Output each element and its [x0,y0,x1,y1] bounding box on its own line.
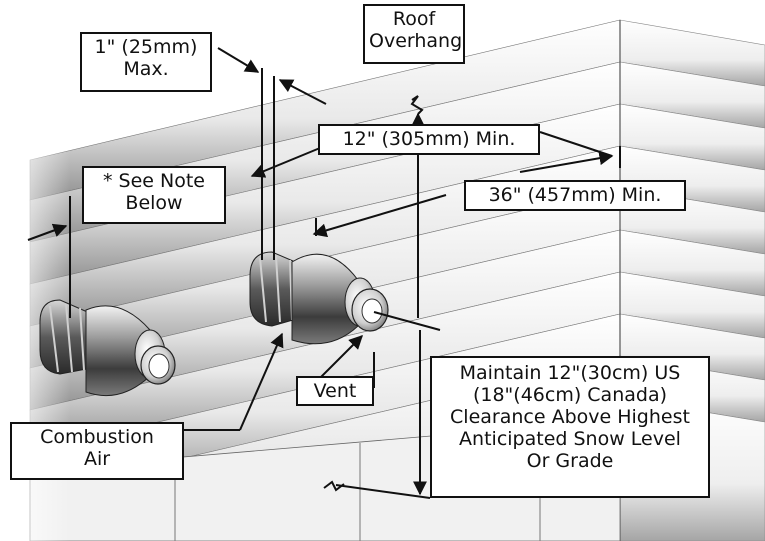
max-offset-label: 1" (25mm) Max. [80,32,212,92]
vent-text: Vent [313,380,357,402]
min-12-text: 12" (305mm) Min. [342,128,516,150]
snow-clearance-line-1: Maintain 12"(30cm) US [459,362,681,384]
snow-clearance-label: Maintain 12"(30cm) US (18"(46cm) Canada)… [430,356,710,498]
vent-termination [249,251,389,345]
snow-clearance-line-4: Anticipated Snow Level [459,428,681,450]
vent-label: Vent [296,376,374,406]
snow-clearance-line-3: Clearance Above Highest [450,406,690,428]
roof-overhang-line-1: Roof [392,8,436,30]
max-offset-line-2: Max. [123,58,169,80]
snow-clearance-line-2: (18"(46cm) Canada) [472,384,668,406]
min-36-text: 36" (457mm) Min. [488,184,662,206]
combustion-air-termination [39,299,176,397]
roof-overhang-label: Roof Overhang [363,4,465,64]
roof-overhang-line-2: Overhang [369,30,463,52]
see-note-label: * See Note Below [82,166,226,224]
see-note-line-1: * See Note [103,170,205,192]
combustion-air-line-2: Air [83,448,111,470]
min-12-label: 12" (305mm) Min. [318,124,540,155]
max-offset-line-1: 1" (25mm) [94,36,198,58]
see-note-line-2: Below [125,192,183,214]
min-36-label: 36" (457mm) Min. [464,180,686,211]
dimension-lines [27,47,621,499]
combustion-air-label: Combustion Air [10,422,184,480]
snow-clearance-line-5: Or Grade [526,450,614,472]
combustion-air-line-1: Combustion [40,426,154,448]
